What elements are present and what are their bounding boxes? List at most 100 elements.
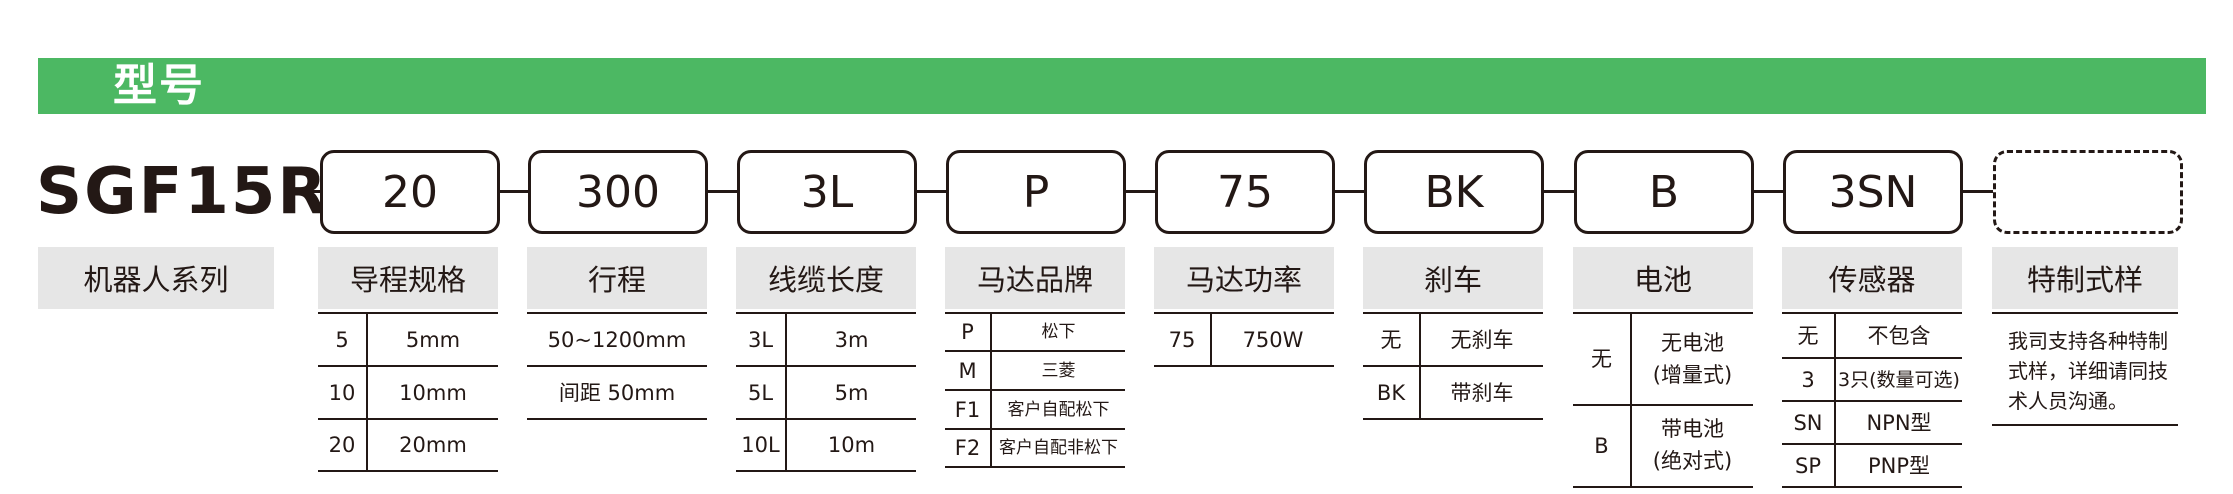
- lead-code: 5: [335, 327, 349, 352]
- connector-line: [1963, 190, 1993, 193]
- table-rule: [1992, 312, 2178, 314]
- lead-code: 20: [328, 433, 356, 457]
- header-battery: 电池: [1573, 247, 1753, 309]
- section-banner: 型号: [38, 58, 2206, 114]
- table-rule: [1154, 365, 1334, 367]
- connector-line: [1754, 190, 1784, 193]
- table-divider: [785, 312, 787, 472]
- table-rule: [527, 312, 707, 314]
- model-prefix: SGF15R: [36, 155, 329, 229]
- table-rule: [945, 312, 1125, 314]
- table-rule: [1363, 418, 1543, 420]
- table-rule: [1573, 312, 1753, 314]
- table-rule: [736, 312, 916, 314]
- battery-code: 无: [1591, 347, 1612, 371]
- table-rule: [945, 466, 1125, 468]
- table-rule: [736, 365, 916, 367]
- cable-value: 10m: [827, 433, 876, 457]
- sensor-value: 3只(数量可选): [1838, 368, 1960, 391]
- header-custom: 特制式样: [1992, 247, 2178, 309]
- table-rule: [736, 418, 916, 420]
- header-sensor: 传感器: [1782, 247, 1962, 309]
- table-rule: [1782, 312, 1962, 314]
- header-stroke: 行程: [527, 247, 707, 309]
- motor-brand-code: F1: [954, 397, 981, 422]
- connector-line: [500, 190, 530, 193]
- connector-line: [292, 190, 322, 193]
- table-divider: [366, 312, 368, 472]
- header-cable: 线缆长度: [736, 247, 916, 309]
- code-box-stroke: 300: [528, 150, 708, 234]
- table-rule: [945, 389, 1125, 391]
- motor-power-value: 750W: [1242, 327, 1304, 352]
- lead-value: 20mm: [399, 433, 467, 457]
- brake-code: 无: [1380, 327, 1402, 352]
- custom-note: 我司支持各种特制式样，详细请同技术人员沟通。: [2008, 329, 2168, 413]
- table-rule: [318, 365, 498, 367]
- table-rule: [1782, 357, 1962, 359]
- table-rule: [945, 428, 1125, 430]
- cable-value: 3m: [834, 327, 869, 352]
- sensor-code: 无: [1797, 323, 1819, 348]
- table-rule: [1573, 404, 1753, 406]
- header-brake: 刹车: [1363, 247, 1543, 309]
- code-box-brake: BK: [1364, 150, 1544, 234]
- table-rule: [1573, 486, 1753, 488]
- lead-value: 10mm: [399, 380, 467, 405]
- battery-value: 带电池: [1661, 417, 1724, 441]
- motor-brand-value: 三菱: [1041, 360, 1076, 381]
- table-divider: [1210, 312, 1212, 367]
- code-box-motor-power: 75: [1155, 150, 1335, 234]
- table-rule: [318, 312, 498, 314]
- code-box-sensor: 3SN: [1783, 150, 1963, 234]
- table-divider: [1834, 312, 1836, 488]
- header-series: 机器人系列: [38, 247, 274, 309]
- table-rule: [1154, 312, 1334, 314]
- brake-value: 无刹车: [1450, 327, 1514, 352]
- sensor-value: NPN型: [1866, 410, 1932, 435]
- connector-line: [917, 190, 947, 193]
- header-motor-power: 马达功率: [1154, 247, 1334, 309]
- cable-code: 3L: [747, 327, 774, 352]
- connector-line: [708, 190, 738, 193]
- table-rule: [1782, 443, 1962, 445]
- stroke-range: 50~1200mm: [547, 327, 687, 352]
- table-divider: [1630, 312, 1632, 488]
- connector-line: [1335, 190, 1365, 193]
- table-rule: [527, 365, 707, 367]
- code-box-cable: 3L: [737, 150, 917, 234]
- table-divider: [990, 312, 992, 468]
- battery-code: B: [1594, 434, 1609, 458]
- table-rule: [1992, 424, 2178, 426]
- table-rule: [1782, 486, 1962, 488]
- table-rule: [527, 418, 707, 420]
- brake-value: 带刹车: [1450, 380, 1514, 405]
- battery-mode: (绝对式): [1652, 449, 1733, 473]
- connector-line: [1544, 190, 1574, 193]
- sensor-code: 3: [1801, 367, 1815, 392]
- sensor-value: PNP型: [1867, 453, 1931, 478]
- code-box-battery: B: [1574, 150, 1754, 234]
- sensor-code: SN: [1793, 410, 1823, 435]
- motor-brand-value: 客户自配非松下: [999, 438, 1118, 458]
- code-box-motor-brand: P: [946, 150, 1126, 234]
- brake-code: BK: [1376, 380, 1406, 405]
- motor-brand-code: M: [958, 358, 977, 383]
- lead-code: 10: [328, 380, 356, 405]
- section-title: 型号: [113, 60, 205, 111]
- table-rule: [945, 350, 1125, 352]
- cable-code: 5L: [747, 380, 774, 405]
- motor-brand-value: 客户自配松下: [1007, 399, 1110, 420]
- battery-mode: (增量式): [1652, 363, 1733, 387]
- table-rule: [1363, 365, 1543, 367]
- cable-code: 10L: [741, 433, 780, 457]
- motor-brand-value: 松下: [1041, 322, 1076, 342]
- table-rule: [318, 418, 498, 420]
- sensor-value: 不包含: [1867, 323, 1931, 348]
- stroke-step: 间距 50mm: [558, 380, 676, 405]
- table-rule: [736, 470, 916, 472]
- table-divider: [1419, 312, 1421, 420]
- sensor-code: SP: [1795, 453, 1821, 478]
- table-rule: [1782, 400, 1962, 402]
- table-rule: [1363, 312, 1543, 314]
